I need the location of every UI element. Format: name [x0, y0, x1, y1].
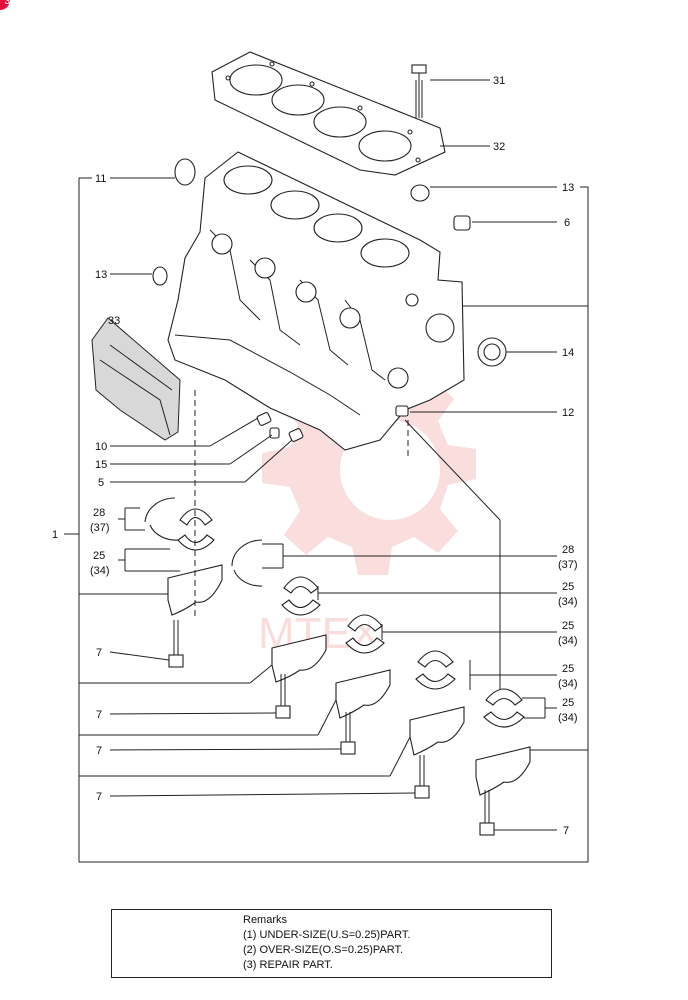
pin-5 [288, 428, 304, 442]
callout-7-a: 7 [96, 647, 102, 659]
bearing-cap-5 [475, 746, 531, 796]
callout-7-e: 7 [563, 825, 569, 837]
page-badge: 3 [0, 0, 10, 10]
remarks-line-3: (3) REPAIR PART. [243, 959, 333, 971]
callout-25-d-sub: (34) [558, 678, 578, 690]
callout-28-left: 28 [93, 507, 105, 519]
callout-25-b-sub: (34) [558, 596, 578, 608]
bearing-shell-4 [415, 650, 456, 690]
bearing-shell-1 [177, 508, 215, 551]
callout-15: 15 [95, 459, 107, 471]
callout-13-upper: 13 [562, 182, 574, 194]
plug-13-upper [410, 184, 430, 202]
pin-12 [395, 405, 409, 417]
callout-25-c: 25 [562, 620, 574, 632]
callout-7-b: 7 [96, 709, 102, 721]
cap-bolt-1 [168, 620, 184, 668]
remarks-line-2: (2) OVER-SIZE(O.S=0.25)PART. [243, 944, 404, 956]
callout-10: 10 [95, 441, 107, 453]
leader-lines [79, 79, 588, 831]
head-gasket [211, 51, 446, 176]
head-bolt [411, 64, 427, 118]
oil-seal-14-inner [483, 343, 501, 361]
callout-5: 5 [98, 477, 104, 489]
bearing-cap-3 [335, 669, 391, 719]
bearing-shell-3 [345, 614, 385, 654]
bearing-cap-2 [271, 634, 327, 683]
bearing-shell-2 [281, 576, 321, 616]
callout-6: 6 [564, 217, 570, 229]
callout-13-left: 13 [95, 269, 107, 281]
remarks-line-1: (1) UNDER-SIZE(U.S=0.25)PART. [243, 929, 411, 941]
callout-7-d: 7 [96, 791, 102, 803]
callout-28-left-sub: (37) [90, 522, 110, 534]
callout-25-left: 25 [93, 550, 105, 562]
callout-31: 31 [493, 75, 505, 87]
callout-11: 11 [95, 173, 106, 185]
callout-7-c: 7 [96, 745, 102, 757]
bracket-frame [64, 177, 589, 863]
cap-bolt-2 [275, 674, 291, 719]
bearing-cap-4 [409, 706, 465, 756]
callout-25-e: 25 [562, 697, 574, 709]
callout-12: 12 [562, 407, 574, 419]
callout-28-right-sub: (37) [558, 559, 578, 571]
side-cover [91, 317, 181, 441]
pin-15 [269, 427, 280, 439]
callout-32: 32 [493, 141, 505, 153]
cylinder-block [167, 151, 465, 451]
remarks-title: Remarks [243, 914, 288, 926]
thrust-washer-left [144, 497, 181, 541]
callout-14: 14 [562, 347, 574, 359]
plug-13-left [152, 266, 168, 286]
cap-bolt-5 [479, 790, 495, 836]
callout-1: 1 [52, 529, 58, 541]
plug-6 [453, 215, 471, 231]
pin-10 [256, 412, 272, 426]
plug-11 [174, 158, 196, 186]
callout-25-left-sub: (34) [90, 565, 110, 577]
callout-25-d: 25 [562, 663, 574, 675]
cap-bolt-3 [340, 712, 356, 755]
callout-25-e-sub: (34) [558, 712, 578, 724]
callout-25-c-sub: (34) [558, 635, 578, 647]
cap-bolt-4 [414, 755, 430, 799]
callout-25-b: 25 [562, 581, 574, 593]
thrust-washer-right [231, 539, 263, 587]
callout-28-right: 28 [562, 544, 574, 556]
bearing-shell-5 [483, 688, 525, 728]
callout-33: 33 [108, 315, 120, 327]
remarks-box: Remarks (1) UNDER-SIZE(U.S=0.25)PART. (2… [111, 909, 552, 978]
